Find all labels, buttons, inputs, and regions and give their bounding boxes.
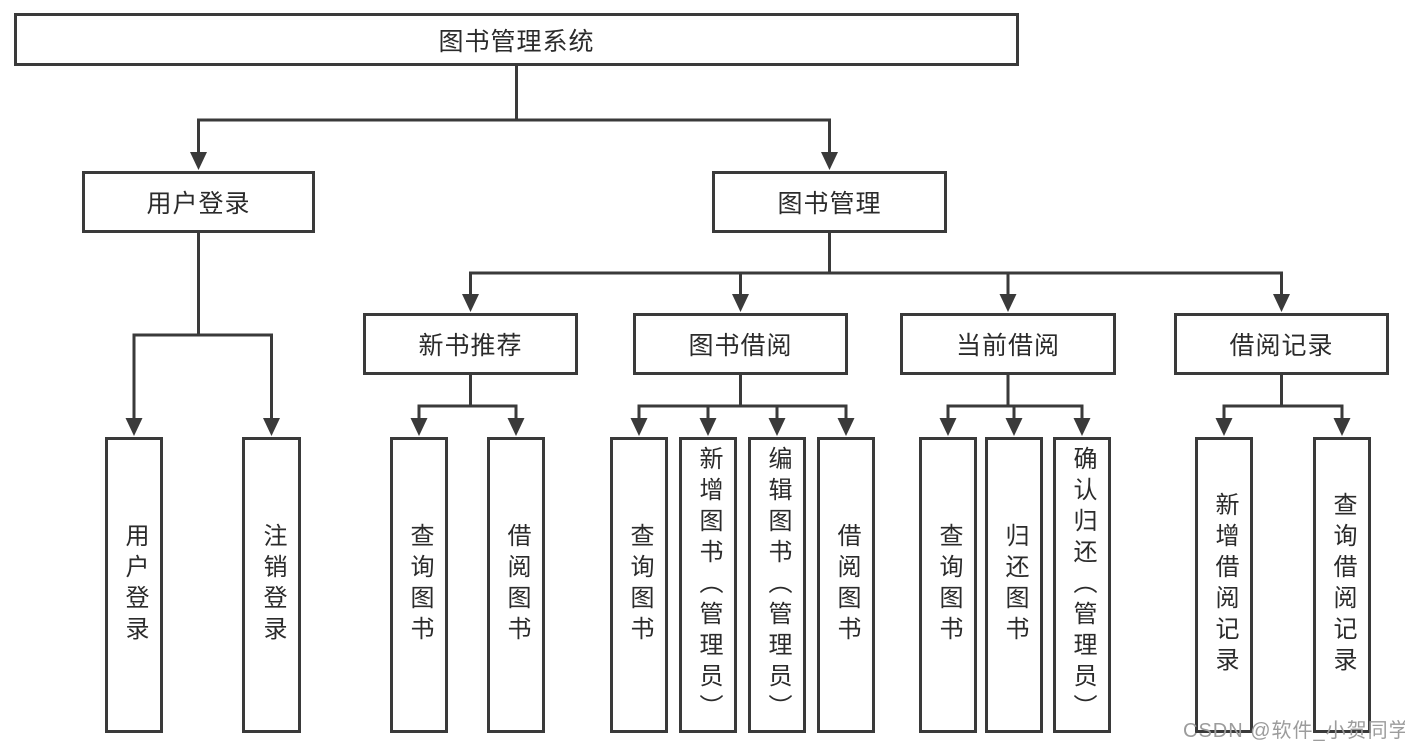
node-book-management-branch: 图书管理: [712, 171, 947, 233]
csdn-watermark: CSDN @软件_小贺同学: [1183, 720, 1405, 742]
node-book-borrowing: 图书借阅: [633, 313, 848, 375]
leaf-recommend-borrow-books: 借阅图书: [487, 437, 545, 733]
leaf-current-confirm-return-admin: 确认归还（管理员）: [1053, 437, 1111, 733]
node-library-management-system: 图书管理系统: [14, 13, 1019, 66]
leaf-recommend-search-books: 查询图书: [390, 437, 448, 733]
leaf-borrowing-search-books: 查询图书: [610, 437, 668, 733]
leaf-logout: 注销登录: [242, 437, 301, 733]
node-user-login-branch: 用户登录: [82, 171, 315, 233]
leaf-current-search-books: 查询图书: [919, 437, 977, 733]
leaf-records-search-record: 查询借阅记录: [1313, 437, 1371, 733]
leaf-borrowing-edit-books-admin: 编辑图书（管理员）: [748, 437, 806, 733]
node-borrow-records: 借阅记录: [1174, 313, 1389, 375]
leaf-user-login: 用户登录: [105, 437, 163, 733]
leaf-borrowing-add-books-admin: 新增图书（管理员）: [679, 437, 737, 733]
leaf-records-add-record: 新增借阅记录: [1195, 437, 1253, 733]
node-new-book-recommend: 新书推荐: [363, 313, 578, 375]
leaf-current-return-books: 归还图书: [985, 437, 1043, 733]
node-current-borrowing: 当前借阅: [900, 313, 1116, 375]
leaf-borrowing-borrow-books: 借阅图书: [817, 437, 875, 733]
